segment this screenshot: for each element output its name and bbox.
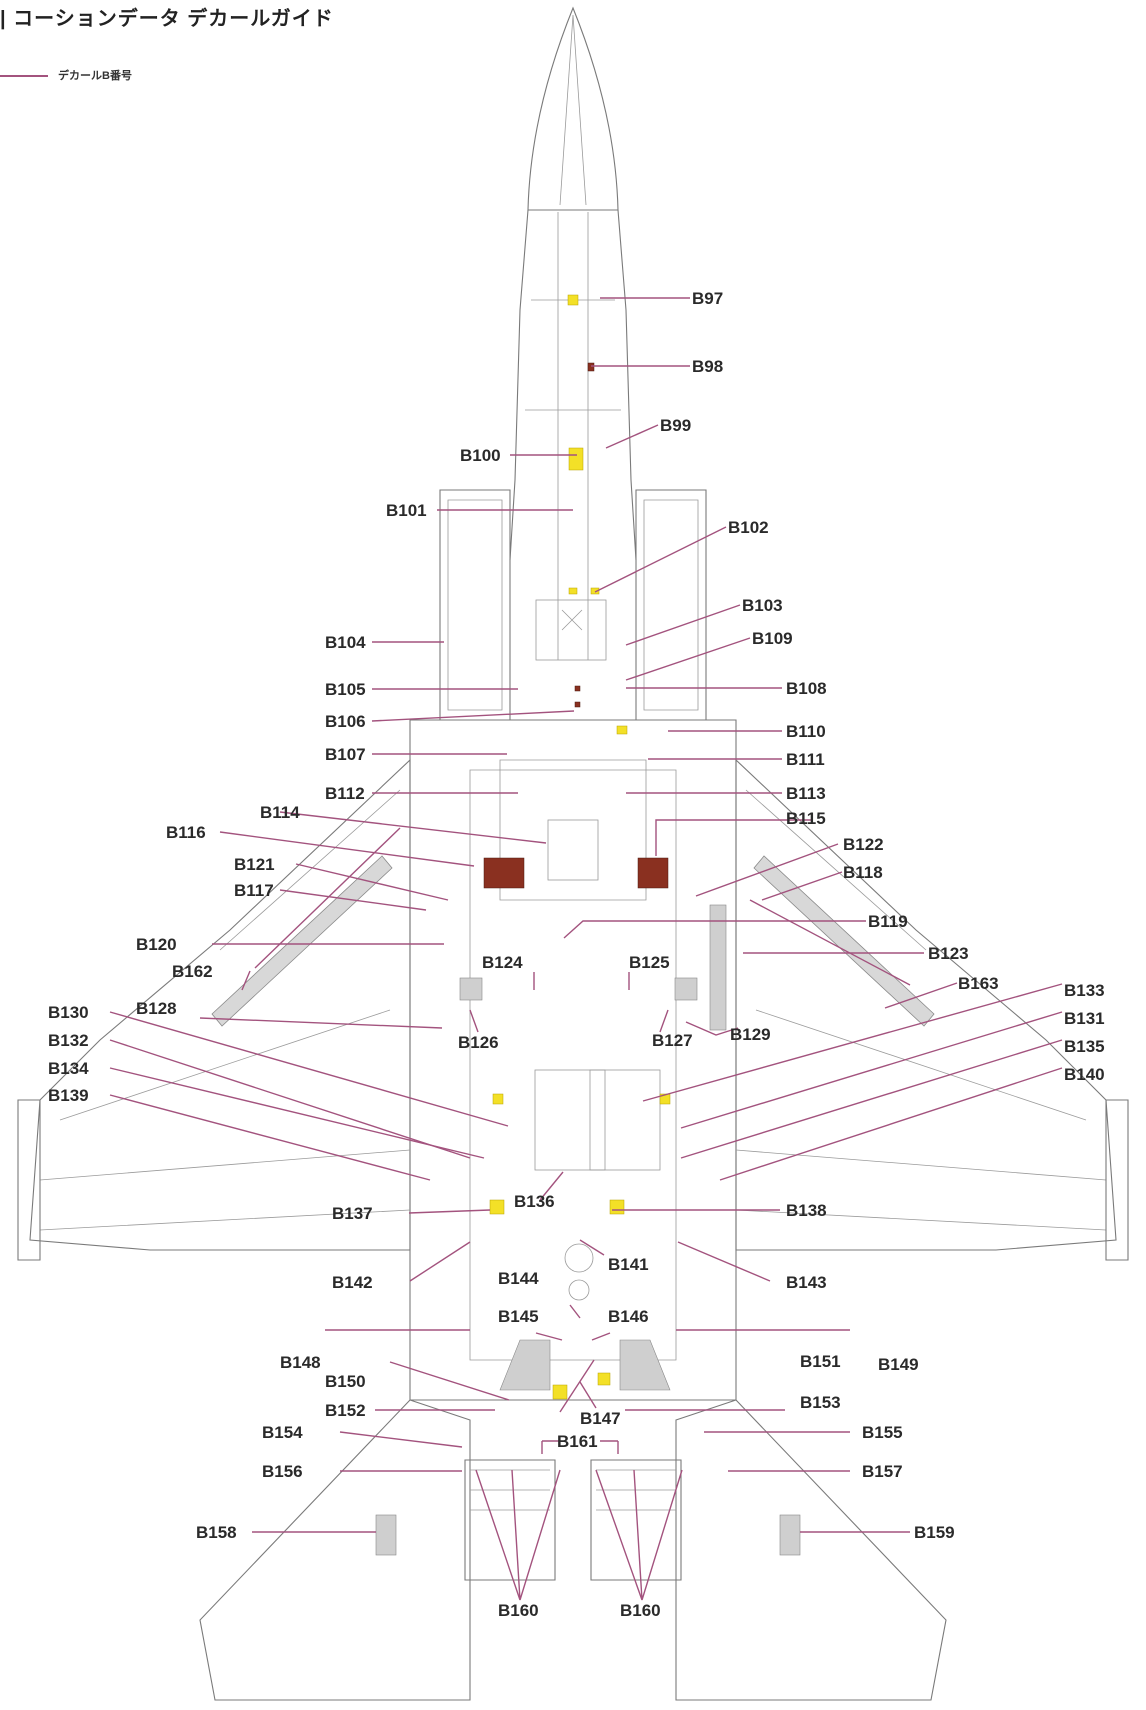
callout-B123: B123 xyxy=(928,944,969,963)
callout-B108: B108 xyxy=(786,679,827,698)
callout-B148: B148 xyxy=(280,1353,321,1372)
callout-B112: B112 xyxy=(325,784,365,803)
callout-B131: B131 xyxy=(1064,1009,1105,1028)
page-title: | コーションデータ デカールガイド xyxy=(0,8,334,30)
callout-B125: B125 xyxy=(629,953,670,972)
callout-B143: B143 xyxy=(786,1273,827,1292)
callout-B153: B153 xyxy=(800,1393,841,1412)
callout-B114: B114 xyxy=(260,803,300,822)
callout-B124: B124 xyxy=(482,953,523,972)
callout-B142: B142 xyxy=(332,1273,373,1292)
callout-B128: B128 xyxy=(136,999,177,1018)
callout-B140: B140 xyxy=(1064,1065,1105,1084)
callout-B120: B120 xyxy=(136,935,177,954)
callout-B121: B121 xyxy=(234,855,275,874)
legend-line xyxy=(0,75,48,77)
callout-B160-right: B160 xyxy=(620,1601,661,1620)
callout-B159: B159 xyxy=(914,1523,955,1542)
callout-B161: B161 xyxy=(557,1432,598,1451)
callout-B147: B147 xyxy=(580,1409,621,1428)
callout-B129: B129 xyxy=(730,1025,771,1044)
callout-B158: B158 xyxy=(196,1523,237,1542)
callout-B107: B107 xyxy=(325,745,366,764)
callout-labels: B97 B98 B99 B100 B101 B102 B103 B104 B10… xyxy=(48,289,1105,1620)
callout-B137: B137 xyxy=(332,1204,373,1223)
callout-B99: B99 xyxy=(660,416,691,435)
callout-B160-left: B160 xyxy=(498,1601,539,1620)
callout-B101: B101 xyxy=(386,501,427,520)
callout-B163: B163 xyxy=(958,974,999,993)
callout-B119: B119 xyxy=(868,912,908,931)
callout-B127: B127 xyxy=(652,1031,693,1050)
callout-B141: B141 xyxy=(608,1255,649,1274)
callout-B155: B155 xyxy=(862,1423,903,1442)
callout-B144: B144 xyxy=(498,1269,539,1288)
callout-B138: B138 xyxy=(786,1201,827,1220)
callout-B118: B118 xyxy=(843,863,883,882)
callout-B154: B154 xyxy=(262,1423,303,1442)
callout-B116: B116 xyxy=(166,823,206,842)
callout-B117: B117 xyxy=(234,881,274,900)
callout-B162: B162 xyxy=(172,962,213,981)
callout-B102: B102 xyxy=(728,518,769,537)
callout-B151: B151 xyxy=(800,1352,841,1371)
callout-B122: B122 xyxy=(843,835,884,854)
callout-B115: B115 xyxy=(786,809,826,828)
callout-B103: B103 xyxy=(742,596,783,615)
callout-B156: B156 xyxy=(262,1462,303,1481)
callout-B150: B150 xyxy=(325,1372,366,1391)
callout-B146: B146 xyxy=(608,1307,649,1326)
callout-B106: B106 xyxy=(325,712,366,731)
callout-B134: B134 xyxy=(48,1059,89,1078)
callout-B98: B98 xyxy=(692,357,723,376)
callout-B113: B113 xyxy=(786,784,826,803)
callout-B149: B149 xyxy=(878,1355,919,1374)
callout-B152: B152 xyxy=(325,1401,366,1420)
callout-B100: B100 xyxy=(460,446,501,465)
callout-B105: B105 xyxy=(325,680,366,699)
legend: デカールB番号 xyxy=(0,66,160,86)
legend-label: デカールB番号 xyxy=(58,70,132,82)
callout-B109: B109 xyxy=(752,629,793,648)
callout-B145: B145 xyxy=(498,1307,539,1326)
callout-B136: B136 xyxy=(514,1192,555,1211)
callout-B110: B110 xyxy=(786,722,826,741)
leader-lines xyxy=(109,297,1063,1601)
callout-B157: B157 xyxy=(862,1462,903,1481)
callout-B133: B133 xyxy=(1064,981,1105,1000)
callout-B104: B104 xyxy=(325,633,366,652)
callout-B111: B111 xyxy=(786,750,825,769)
callout-B97: B97 xyxy=(692,289,723,308)
callout-B139: B139 xyxy=(48,1086,89,1105)
callout-B132: B132 xyxy=(48,1031,89,1050)
callout-B130: B130 xyxy=(48,1003,89,1022)
callout-B135: B135 xyxy=(1064,1037,1105,1056)
callout-B126: B126 xyxy=(458,1033,499,1052)
